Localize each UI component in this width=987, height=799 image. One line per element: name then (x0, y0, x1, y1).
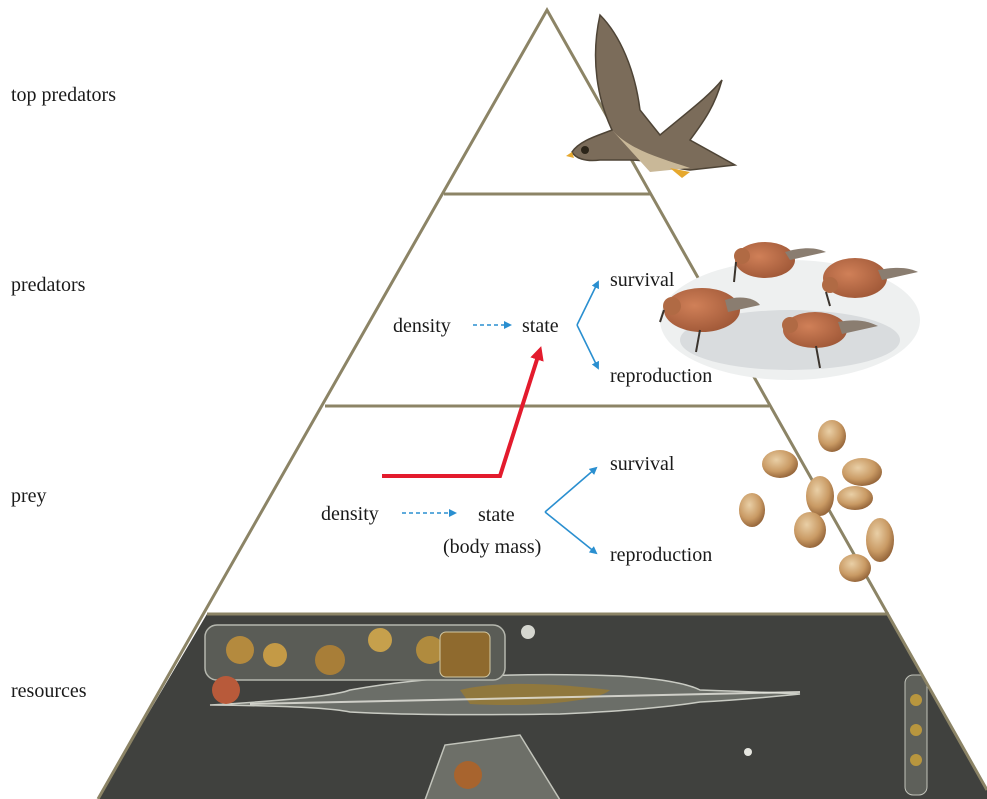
predator-density-label: density (393, 315, 451, 337)
prey-state-note: (body mass) (443, 536, 541, 558)
predator-state-label: state (522, 315, 559, 337)
prey-reproduction-label: reproduction (610, 544, 712, 566)
level-label-predators: predators (11, 274, 86, 296)
cockle-shells-photo (739, 420, 894, 582)
prey-survival-arrow (545, 468, 596, 512)
prey-to-predator-state-arrow (382, 350, 540, 476)
predator-reproduction-label: reproduction (610, 365, 712, 387)
prey-survival-label: survival (610, 453, 675, 475)
predator-survival-arrow (577, 282, 598, 325)
shorebirds-photo (660, 242, 920, 380)
resources-photo (98, 614, 987, 799)
level-label-prey: prey (11, 485, 47, 507)
prey-reproduction-arrow (545, 512, 596, 553)
level-label-resources: resources (11, 680, 87, 702)
level-label-top-predators: top predators (11, 84, 116, 106)
prey-state-label: state (478, 504, 515, 526)
predator-reproduction-arrow (577, 325, 598, 368)
falcon-photo (566, 15, 735, 178)
predator-survival-label: survival (610, 269, 675, 291)
prey-density-label: density (321, 503, 379, 525)
